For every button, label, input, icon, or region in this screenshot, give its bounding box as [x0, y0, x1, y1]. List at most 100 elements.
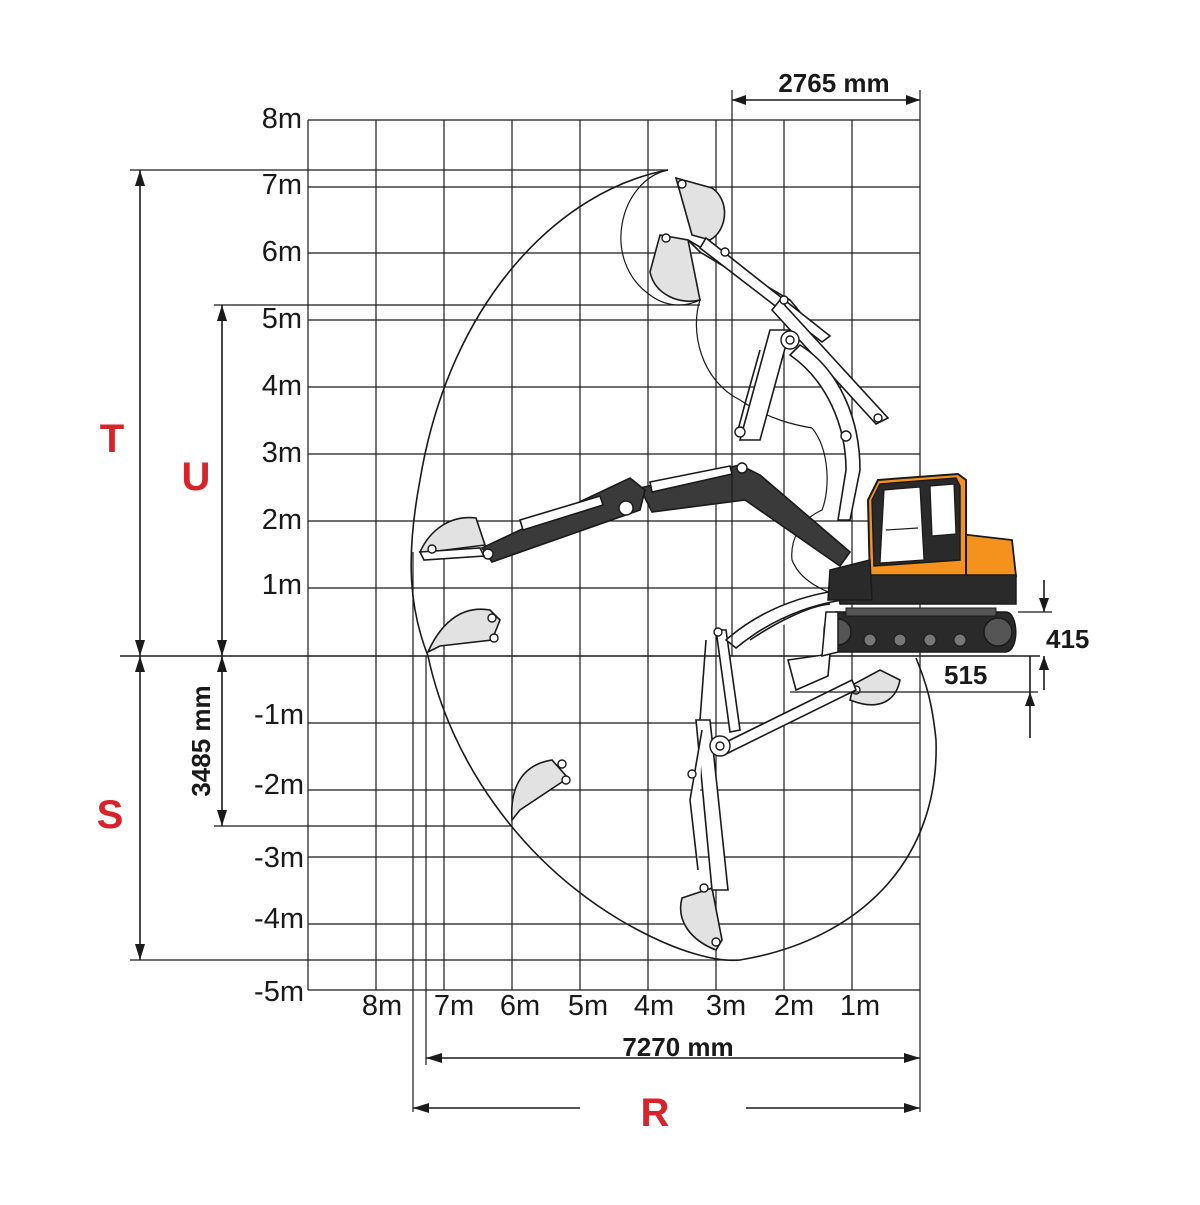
- working-range-envelope: [410, 169, 937, 962]
- bucket-top-2: [649, 234, 701, 302]
- x-tick-label: 3m: [706, 990, 746, 1022]
- x-tick-label: 6m: [500, 990, 540, 1022]
- pin: [715, 741, 725, 751]
- bucket-reach: [418, 516, 487, 553]
- y-tick-label: 6m: [262, 236, 302, 268]
- pin: [482, 548, 494, 560]
- boom-lower-cylinder: [699, 639, 707, 721]
- x-tick-label: 5m: [568, 990, 608, 1022]
- roller: [893, 633, 907, 647]
- dim-S: S: [97, 656, 740, 961]
- cab-window-side: [929, 483, 957, 537]
- letter-T: T: [100, 417, 124, 461]
- arrow-head: [217, 305, 227, 321]
- dim-3485-label: 3485 mm: [186, 685, 216, 796]
- bucket-ground: [426, 608, 501, 654]
- dim-7270-label: 7270 mm: [622, 1032, 733, 1062]
- stick-cylinder: [519, 495, 605, 532]
- arrow-head: [413, 1103, 429, 1113]
- boom-foot: [827, 559, 873, 601]
- y-tick-label: 7m: [262, 169, 302, 201]
- dim-415-label: 415: [1046, 624, 1089, 654]
- arrow-head: [906, 95, 920, 105]
- y-tick-label: 8m: [262, 103, 302, 135]
- bucket-top-1: [674, 176, 726, 241]
- y-tick-label: -1m: [254, 699, 304, 731]
- stick-dark: [480, 477, 646, 563]
- dim-3485: 3485 mm: [186, 656, 512, 827]
- pin: [734, 426, 746, 438]
- boom-lower-outline-a: [715, 629, 741, 733]
- dim-515: 515: [790, 656, 1038, 738]
- arm-mid-cylinder: [737, 349, 761, 431]
- x-tick-label: 7m: [434, 990, 474, 1022]
- dim-T: T: [100, 169, 668, 656]
- letter-S: S: [97, 793, 124, 837]
- arrow-head: [217, 640, 227, 656]
- y-tick-label: -5m: [254, 976, 304, 1008]
- pin: [487, 613, 497, 623]
- bucket-depth-left: [510, 759, 570, 823]
- pin: [699, 883, 709, 893]
- pin: [427, 544, 437, 554]
- pin: [711, 937, 721, 947]
- pin: [736, 462, 748, 474]
- pin: [785, 335, 795, 345]
- x-tick-label: 2m: [774, 990, 814, 1022]
- pin: [779, 295, 789, 305]
- engine-cover: [959, 532, 1018, 579]
- arrow-head: [1039, 598, 1049, 612]
- arrow-head: [904, 1053, 920, 1063]
- x-tick-label: 8m: [362, 990, 402, 1022]
- cab-window-front: [879, 486, 925, 564]
- arm-upper-cylinder: [698, 236, 832, 344]
- pin: [561, 775, 571, 785]
- reach-arm: [480, 462, 852, 568]
- stick-lower-outline: [695, 719, 729, 891]
- letter-R: R: [641, 1091, 670, 1135]
- dim-R: R: [412, 552, 920, 1135]
- arrow-head: [135, 656, 145, 672]
- arrow-head: [135, 170, 145, 186]
- arrow-head: [732, 95, 746, 105]
- pin: [713, 627, 723, 637]
- pin: [873, 413, 883, 423]
- y-tick-label: -4m: [254, 903, 304, 935]
- blade-ghost: [786, 653, 831, 692]
- dim-top-label: 2765 mm: [778, 68, 889, 98]
- arrow-head: [1039, 656, 1049, 670]
- arrow-head: [217, 656, 227, 672]
- sprocket-wheel: [983, 617, 1013, 647]
- x-tick-label: 4m: [634, 990, 674, 1022]
- pin: [661, 233, 671, 243]
- dim-top-width: 2765 mm: [731, 68, 921, 656]
- dozer-blade: [821, 611, 839, 657]
- pin: [618, 500, 634, 516]
- excavator: [821, 472, 1018, 657]
- arrow-head: [904, 1103, 920, 1113]
- y-tick-label: -2m: [254, 769, 304, 801]
- letter-U: U: [182, 455, 211, 499]
- arrow-head: [135, 640, 145, 656]
- dim-515-label: 515: [944, 660, 987, 690]
- y-tick-label: 3m: [262, 437, 302, 469]
- boom-upper-outline: [770, 298, 890, 425]
- y-tick-labels: 8m 7m 6m 5m 4m 3m 2m 1m -1m -2m -3m -4m …: [254, 103, 304, 1008]
- dim-7270: 7270 mm: [425, 656, 921, 1112]
- y-tick-label: 5m: [262, 303, 302, 335]
- arrow-head: [217, 810, 227, 826]
- pin: [677, 179, 687, 189]
- pin: [687, 769, 697, 779]
- dim-415: 415: [1018, 580, 1089, 690]
- roller: [923, 633, 937, 647]
- y-tick-label: 4m: [262, 370, 302, 402]
- cab-seat-line: [885, 527, 919, 531]
- y-tick-label: -3m: [254, 842, 304, 874]
- x-tick-labels: 8m 7m 6m 5m 4m 3m 2m 1m: [362, 990, 880, 1022]
- x-tick-label: 1m: [840, 990, 880, 1022]
- arrow-head: [1025, 692, 1035, 706]
- track-top: [845, 607, 997, 617]
- stick-right-outline: [718, 678, 858, 757]
